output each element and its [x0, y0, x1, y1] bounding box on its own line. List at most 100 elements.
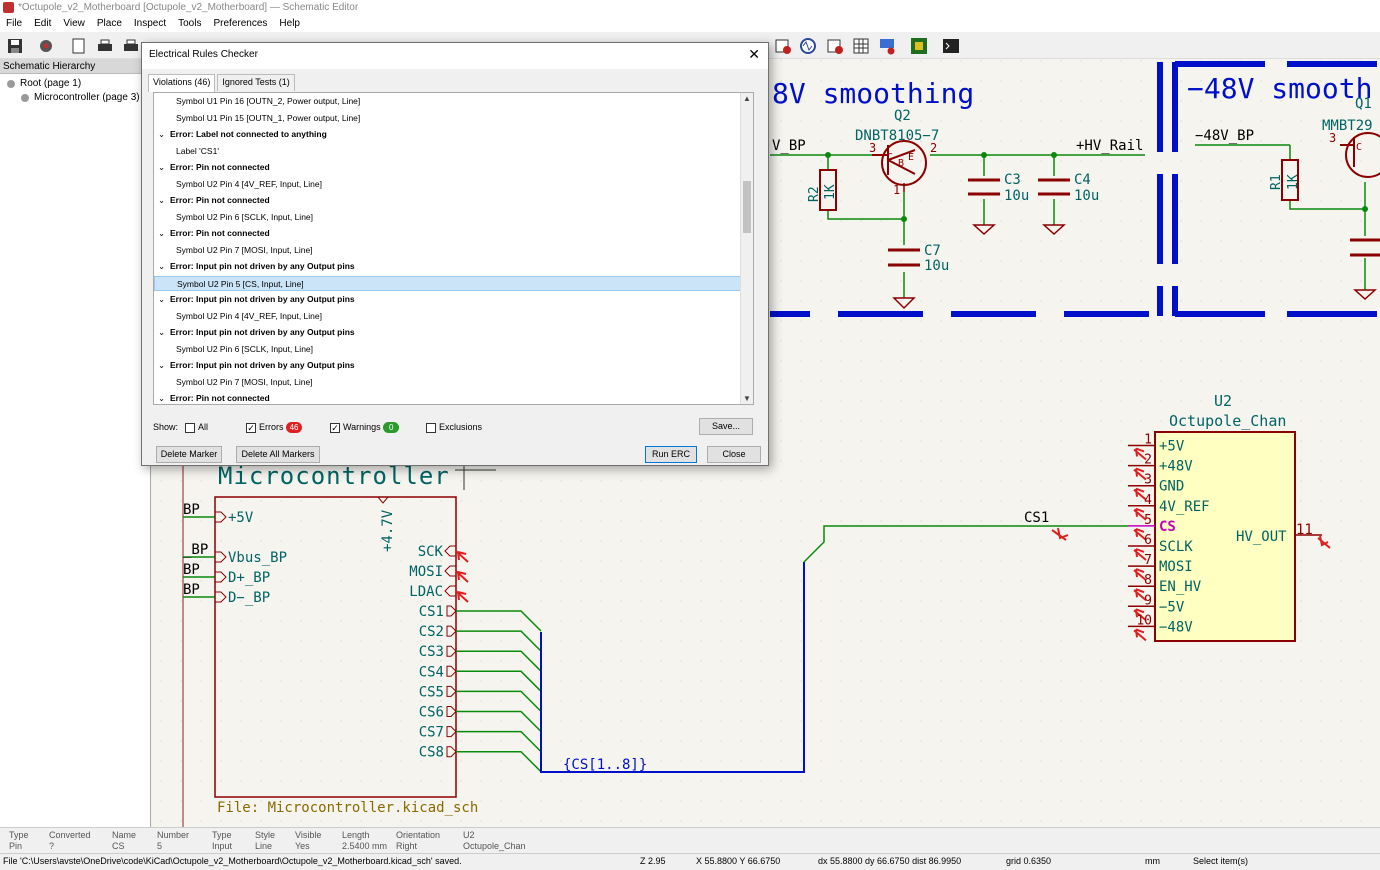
violation-group[interactable]: ⌄Error: Label not connected to anything — [154, 127, 741, 142]
checkbox[interactable]: ✓ — [330, 423, 340, 433]
save-icon[interactable] — [6, 37, 24, 55]
sheet-pin-label: CS5 — [419, 684, 444, 700]
violation-item[interactable]: Symbol U2 Pin 4 [4V_REF, Input, Line] — [154, 309, 741, 324]
violation-group[interactable]: ⌄Error: Pin not connected — [154, 226, 741, 241]
print-icon[interactable] — [96, 37, 114, 55]
checkbox[interactable] — [185, 423, 195, 433]
tab-ignored-tests[interactable]: Ignored Tests (1) — [217, 74, 294, 91]
scrollbar-thumb[interactable] — [743, 181, 751, 233]
dialog-tabs: Violations (46) Ignored Tests (1) — [148, 74, 297, 91]
checkbox[interactable]: ✓ — [246, 423, 256, 433]
violation-item[interactable]: Symbol U2 Pin 7 [MOSI, Input, Line] — [154, 243, 741, 258]
menu-view[interactable]: View — [57, 16, 91, 32]
close-button[interactable]: Close — [707, 446, 761, 463]
status-units: mm — [1145, 854, 1160, 869]
message-panel: TypePinConverted?NameCSNumber5TypeInputS… — [0, 827, 1380, 853]
filter-exclusions[interactable]: Exclusions — [426, 419, 482, 435]
sheet-pin-label: SCK — [418, 544, 444, 560]
q2-pin3: 3 — [869, 141, 876, 155]
property-field: U2Octupole_Chan — [463, 830, 526, 852]
expand-chevron-icon[interactable]: ⌄ — [158, 325, 170, 340]
r1-ref: R1 — [1269, 174, 1284, 190]
filter-all[interactable]: All — [185, 419, 208, 435]
scroll-up-icon[interactable]: ▲ — [743, 94, 751, 103]
run-erc-button[interactable]: Run ERC — [645, 446, 697, 463]
expand-chevron-icon[interactable]: ⌄ — [158, 127, 170, 142]
menu-place[interactable]: Place — [91, 16, 128, 32]
violation-item[interactable]: Symbol U2 Pin 4 [4V_REF, Input, Line] — [154, 177, 741, 192]
violation-text: Symbol U2 Pin 7 [MOSI, Input, Line] — [176, 245, 313, 255]
scripting-console-icon[interactable] — [942, 37, 960, 55]
violation-text: Error: Pin not connected — [170, 195, 270, 205]
expand-chevron-icon[interactable]: ⌄ — [158, 358, 170, 373]
violation-group[interactable]: ⌄Error: Input pin not driven by any Outp… — [154, 358, 741, 373]
violation-item[interactable]: Symbol U1 Pin 15 [OUTN_1, Power output, … — [154, 111, 741, 126]
menu-preferences[interactable]: Preferences — [207, 16, 273, 32]
simulator-icon[interactable] — [799, 37, 817, 55]
expand-chevron-icon[interactable]: ⌄ — [158, 259, 170, 274]
symbol-fields-table-icon[interactable] — [852, 37, 870, 55]
expand-chevron-icon[interactable]: ⌄ — [158, 193, 170, 208]
tab-violations[interactable]: Violations (46) — [148, 74, 215, 92]
scroll-down-icon[interactable]: ▼ — [743, 394, 751, 403]
delete-all-markers-button[interactable]: Delete All Markers — [236, 446, 320, 463]
u2-pin-number: 5 — [1144, 513, 1152, 528]
close-icon[interactable]: ✕ — [748, 46, 760, 62]
violation-item[interactable]: Symbol U2 Pin 6 [SCLK, Input, Line] — [154, 210, 741, 225]
violations-list[interactable]: Symbol U1 Pin 16 [OUTN_2, Power output, … — [153, 92, 754, 405]
pcb-editor-icon[interactable] — [910, 37, 928, 55]
hierarchy-item-label: Microcontroller (page 3) — [34, 92, 140, 103]
property-value: Right — [396, 841, 440, 852]
u2-pin-name: CS — [1159, 519, 1176, 535]
expand-chevron-icon[interactable]: ⌄ — [158, 292, 170, 307]
violation-group[interactable]: ⌄Error: Pin not connected — [154, 193, 741, 208]
violation-item[interactable]: Symbol U2 Pin 7 [MOSI, Input, Line] — [154, 375, 741, 390]
u2-pin11-name: HV_OUT — [1236, 529, 1287, 545]
hierarchy-item-root[interactable]: Root (page 1) — [0, 77, 150, 91]
menu-help[interactable]: Help — [273, 16, 306, 32]
violation-group[interactable]: ⌄Error: Input pin not driven by any Outp… — [154, 325, 741, 340]
violation-group[interactable]: ⌄Error: Pin not connected — [154, 391, 741, 405]
expand-chevron-icon[interactable]: ⌄ — [158, 391, 170, 405]
property-label: Orientation — [396, 830, 440, 841]
hierarchy-item-microcontroller[interactable]: Microcontroller (page 3) — [0, 91, 150, 105]
u2-pin-name: GND — [1159, 479, 1184, 495]
symbol-editor-icon[interactable] — [826, 37, 844, 55]
filter-errors[interactable]: ✓Errors 46 — [246, 419, 302, 435]
menu-tools[interactable]: Tools — [172, 16, 207, 32]
title-bar: *Octupole_v2_Motherboard [Octupole_v2_Mo… — [0, 0, 1380, 16]
menu-inspect[interactable]: Inspect — [128, 16, 172, 32]
property-field: NameCS — [112, 830, 136, 852]
property-value: ? — [49, 841, 91, 852]
violation-text: Symbol U2 Pin 6 [SCLK, Input, Line] — [176, 212, 313, 222]
property-field: Length2.5400 mm — [342, 830, 387, 852]
q2-value: DNBT8105−7 — [855, 128, 939, 144]
sheet-pin-label: CS3 — [419, 644, 444, 660]
violation-group[interactable]: ⌄Error: Input pin not driven by any Outp… — [154, 259, 741, 274]
hierarchy-header: Schematic Hierarchy — [0, 59, 150, 74]
violations-scrollbar[interactable]: ▲ ▼ — [740, 93, 753, 404]
violation-item[interactable]: Symbol U2 Pin 5 [CS, Input, Line] — [154, 276, 741, 291]
menu-file[interactable]: File — [0, 16, 28, 32]
violation-item[interactable]: Symbol U1 Pin 16 [OUTN_2, Power output, … — [154, 94, 741, 109]
expand-chevron-icon[interactable]: ⌄ — [158, 226, 170, 241]
checkbox[interactable] — [426, 423, 436, 433]
bus-label: {CS[1..8]} — [563, 757, 647, 773]
sheet-pin-label: D+_BP — [228, 570, 270, 586]
erc-icon[interactable] — [774, 37, 792, 55]
bom-icon[interactable] — [878, 37, 896, 55]
delete-marker-button[interactable]: Delete Marker — [156, 446, 222, 463]
violation-item[interactable]: Label 'CS1' — [154, 144, 741, 159]
filter-warnings[interactable]: ✓Warnings 0 — [330, 419, 399, 435]
violation-text: Error: Input pin not driven by any Outpu… — [170, 261, 355, 271]
errors-count-badge: 46 — [286, 422, 302, 433]
expand-chevron-icon[interactable]: ⌄ — [158, 160, 170, 175]
plot-icon[interactable] — [122, 37, 140, 55]
violation-item[interactable]: Symbol U2 Pin 6 [SCLK, Input, Line] — [154, 342, 741, 357]
schematic-setup-icon[interactable] — [37, 37, 55, 55]
violation-group[interactable]: ⌄Error: Input pin not driven by any Outp… — [154, 292, 741, 307]
new-sheet-icon[interactable] — [70, 37, 88, 55]
violation-group[interactable]: ⌄Error: Pin not connected — [154, 160, 741, 175]
menu-edit[interactable]: Edit — [28, 16, 57, 32]
save-button[interactable]: Save... — [699, 418, 753, 435]
